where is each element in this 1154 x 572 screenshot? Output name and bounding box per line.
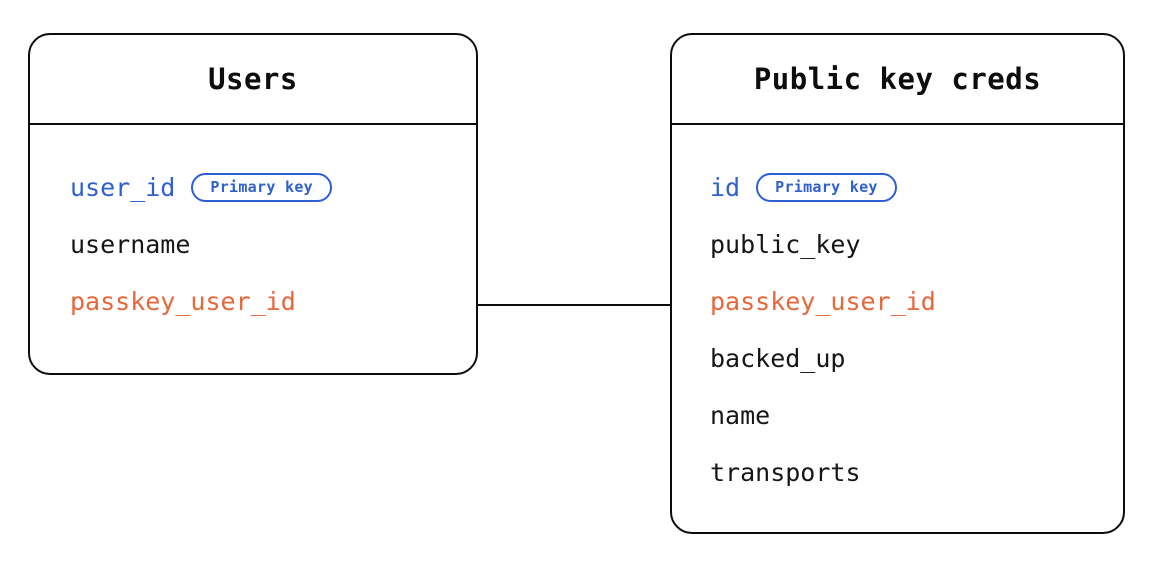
field-name-passkey-user-id: passkey_user_id <box>70 287 296 316</box>
field-name-passkey-user-id: passkey_user_id <box>710 287 936 316</box>
entity-users-title: Users <box>208 61 298 96</box>
entity-public-key-creds[interactable]: Public key creds id Primary key public_k… <box>670 33 1125 534</box>
field-row-user-id[interactable]: user_id Primary key <box>30 159 476 216</box>
field-name-public-key: public_key <box>710 230 861 259</box>
entity-public-key-creds-field-list: id Primary key public_key passkey_user_i… <box>672 125 1123 532</box>
field-name-username: username <box>70 230 191 259</box>
field-row-transports[interactable]: transports <box>672 444 1123 501</box>
field-row-passkey-user-id[interactable]: passkey_user_id <box>672 273 1123 330</box>
entity-users-field-list: user_id Primary key username passkey_use… <box>30 125 476 373</box>
relationship-connector-users-public-key-creds[interactable] <box>477 304 672 306</box>
entity-users-header: Users <box>30 35 476 125</box>
field-row-backed-up[interactable]: backed_up <box>672 330 1123 387</box>
field-name-name: name <box>710 401 771 430</box>
primary-key-badge: Primary key <box>756 173 897 202</box>
entity-public-key-creds-title: Public key creds <box>753 61 1042 96</box>
field-name-transports: transports <box>710 458 861 487</box>
primary-key-badge: Primary key <box>191 173 332 202</box>
field-name-backed-up: backed_up <box>710 344 846 373</box>
field-row-name[interactable]: name <box>672 387 1123 444</box>
field-row-username[interactable]: username <box>30 216 476 273</box>
entity-users[interactable]: Users user_id Primary key username passk… <box>28 33 478 375</box>
field-row-passkey-user-id[interactable]: passkey_user_id <box>30 273 476 330</box>
field-name-id: id <box>710 173 741 202</box>
field-name-user-id: user_id <box>70 173 176 202</box>
entity-public-key-creds-header: Public key creds <box>672 35 1123 125</box>
field-row-id[interactable]: id Primary key <box>672 159 1123 216</box>
field-row-public-key[interactable]: public_key <box>672 216 1123 273</box>
